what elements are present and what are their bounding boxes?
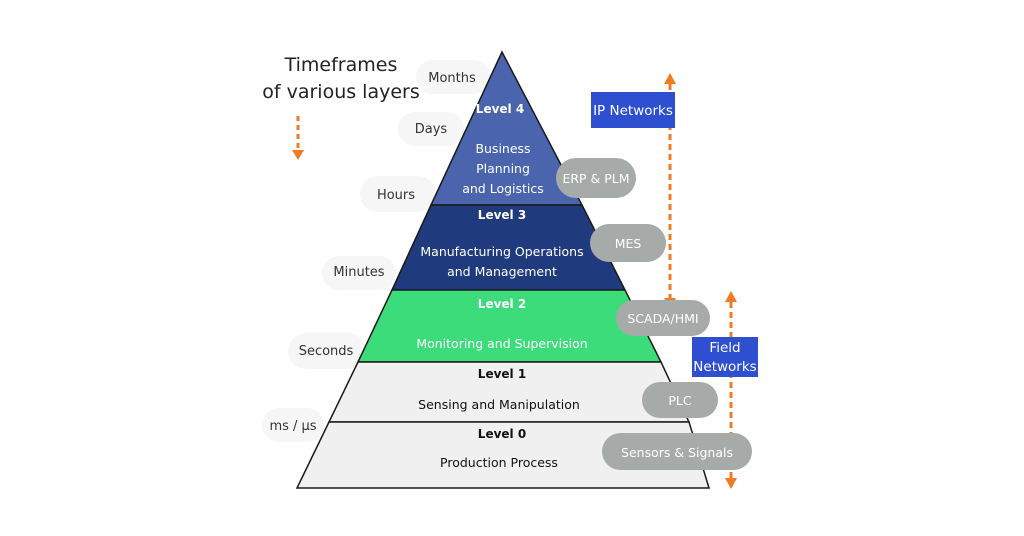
timeframe-arrow (292, 116, 304, 160)
level-0-text: Level 0 Production Process (440, 427, 558, 470)
level-1-desc-1: Sensing and Manipulation (418, 397, 580, 412)
field-networks-label-1: Field (709, 340, 740, 356)
level-0-band (295, 421, 711, 489)
level-2-heading: Level 2 (478, 297, 526, 311)
time-label-ms: ms / µs (269, 419, 316, 434)
time-label-seconds: Seconds (299, 344, 354, 359)
level-1-heading: Level 1 (478, 367, 526, 381)
level-2-text: Level 2 Monitoring and Supervision (416, 297, 587, 351)
level-2-desc-1: Monitoring and Supervision (416, 336, 587, 351)
time-label-days: Days (415, 122, 448, 137)
system-erp-plm: ERP & PLM (556, 158, 636, 198)
level-4-desc-3: and Logistics (462, 181, 544, 196)
level-0-heading: Level 0 (478, 427, 526, 441)
level-3-desc-2: and Management (447, 264, 557, 279)
level-3-desc-1: Manufacturing Operations (420, 244, 583, 259)
level-4-text: Level 4 Business Planning and Logistics (462, 102, 544, 196)
system-sensors-signals: Sensors & Signals (602, 433, 752, 470)
level-0-desc-1: Production Process (440, 455, 558, 470)
level-4-heading: Level 4 (476, 102, 524, 116)
title-line-2: of various layers (262, 81, 420, 103)
system-plc: PLC (642, 382, 718, 418)
system-plc-label: PLC (668, 393, 692, 408)
system-mes: MES (590, 224, 666, 262)
time-label-months: Months (428, 71, 476, 86)
system-erp-plm-label: ERP & PLM (562, 171, 629, 186)
pyramid (295, 50, 711, 489)
system-mes-label: MES (615, 236, 642, 251)
field-networks-arrow (725, 291, 737, 489)
field-networks-label-2: Networks (693, 359, 756, 375)
system-sensors-signals-label: Sensors & Signals (621, 445, 733, 460)
level-1-text: Level 1 Sensing and Manipulation (418, 367, 580, 412)
title-line-1: Timeframes (284, 54, 398, 76)
time-bubbles (262, 60, 490, 442)
time-label-minutes: Minutes (333, 265, 384, 280)
field-networks-box: Field Networks (692, 337, 758, 377)
level-4-desc-1: Business (475, 141, 530, 156)
system-scada-hmi: SCADA/HMI (616, 300, 710, 336)
time-label-hours: Hours (377, 188, 415, 203)
ip-networks-label: IP Networks (593, 103, 673, 119)
system-scada-hmi-label: SCADA/HMI (627, 311, 698, 326)
level-4-desc-2: Planning (476, 161, 530, 176)
level-3-text: Level 3 Manufacturing Operations and Man… (420, 208, 583, 279)
ip-networks-box: IP Networks (591, 92, 675, 128)
level-3-heading: Level 3 (478, 208, 526, 222)
